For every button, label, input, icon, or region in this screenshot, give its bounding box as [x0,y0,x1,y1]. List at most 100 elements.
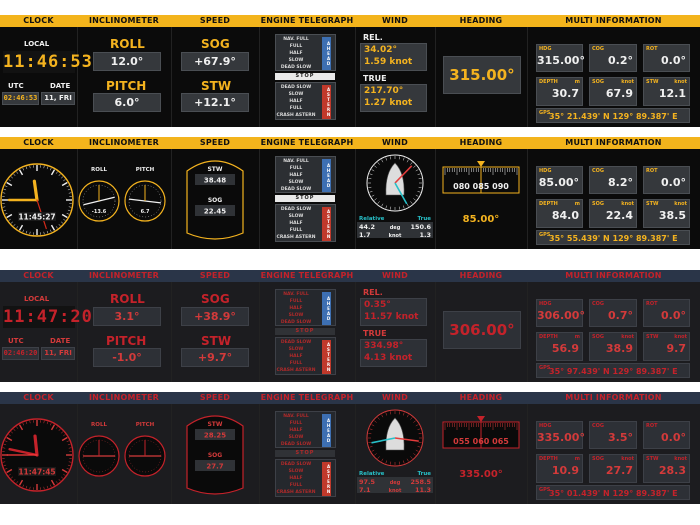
clock-tick [63,434,66,437]
heading-tape-labels: 055 060 065 [453,437,509,446]
multi-sog-unit: knot [621,334,634,340]
telegraph-ahead-0[interactable]: NAV. FULL [283,37,309,42]
telegraph-ahead-4[interactable]: DEAD SLOW [280,65,312,70]
telegraph-ahead-1[interactable]: FULL [289,421,303,426]
header-engine-telegraph: ENGINE TELEGRAPH [260,16,354,25]
telegraph-astern-3[interactable]: FULL [289,361,303,366]
telegraph-astern-4[interactable]: CRASH ASTERN [276,235,316,240]
hour-hand [33,434,39,457]
telegraph-ahead-0[interactable]: NAV. FULL [283,159,309,164]
clock-tick [10,476,14,479]
telegraph-astern-2[interactable]: HALF [289,221,303,226]
telegraph-astern-2[interactable]: HALF [289,99,303,104]
minute-hand [8,447,39,457]
header-inclinometer: INCLINOMETER [88,16,160,25]
multi-hdg-value: 335.00° [537,431,585,444]
wind-tick [406,159,409,163]
clock-tick [61,436,68,442]
speed-sog-value: 22.45 [204,208,226,216]
wind-tick [371,449,375,452]
telegraph-ahead-3[interactable]: SLOW [288,313,304,318]
pitch-gauge-scale [128,184,162,218]
wind-rel-direction: 97.5 [359,478,376,486]
roll-value: 12.0° [110,55,144,68]
telegraph-ahead-1[interactable]: FULL [289,166,303,171]
telegraph-ahead-2[interactable]: HALF [289,306,303,311]
telegraph-ahead-2[interactable]: HALF [289,173,303,178]
telegraph-ahead-4[interactable]: DEAD SLOW [280,442,312,447]
wind-rel-speed: 11.57 knot [364,312,419,322]
telegraph-ahead-1[interactable]: FULL [289,44,303,49]
telegraph-ahead-3[interactable]: SLOW [288,180,304,185]
telegraph-astern-4[interactable]: CRASH ASTERN [276,113,316,118]
telegraph-astern-1[interactable]: SLOW [288,469,304,474]
clock-tick [63,218,66,221]
telegraph-stop[interactable]: STOP [275,328,335,335]
pitch-label: PITCH [106,79,147,93]
column-divider [355,282,356,382]
column-divider [259,27,260,127]
column-divider [435,27,436,127]
sog-box: +67.9° [181,52,249,71]
wind-tick [369,445,373,448]
clock-tick [58,173,61,177]
clock-tick [43,165,45,169]
telegraph-astern-4[interactable]: CRASH ASTERN [276,490,316,495]
stw-box: +12.1° [181,93,249,112]
telegraph-ahead-4[interactable]: DEAD SLOW [280,320,312,325]
telegraph-ahead-3[interactable]: SLOW [288,58,304,63]
clock-tick [66,212,70,215]
roll-label: ROLL [110,292,145,306]
telegraph-astern-2[interactable]: HALF [289,476,303,481]
telegraph-ahead-1[interactable]: FULL [289,299,303,304]
date-box: 11, FRI [41,347,75,360]
telegraph-ahead-3[interactable]: SLOW [288,435,304,440]
telegraph-astern-1[interactable]: SLOW [288,214,304,219]
wind-tick [418,178,422,180]
multi-sog-unit: knot [621,79,634,85]
telegraph-astern-0[interactable]: DEAD SLOW [280,462,312,467]
telegraph-astern-3[interactable]: FULL [289,106,303,111]
telegraph-astern-2[interactable]: HALF [289,354,303,359]
telegraph-astern-3[interactable]: FULL [289,228,303,233]
telegraph-astern-0[interactable]: DEAD SLOW [280,207,312,212]
clock-digital: 11:45:27 [18,213,55,222]
telegraph-ahead-2[interactable]: HALF [289,428,303,433]
heading-pointer [477,161,485,167]
clock-tick [61,181,68,187]
heading-value: 315.00° [449,66,515,84]
telegraph-ahead-panel: NAV. FULL FULL HALF SLOW DEAD SLOW AHEAD [275,411,336,448]
clock-tick [3,188,7,191]
telegraph-stop[interactable]: STOP [275,450,335,457]
utc-time: 02:46:20 [3,349,38,357]
telegraph-stop[interactable]: STOP [275,73,335,80]
multi-rot-label: ROT [646,301,658,307]
telegraph-astern-0[interactable]: DEAD SLOW [280,85,312,90]
wind-tick [406,458,409,462]
wind-true-label: TRUE [363,74,387,83]
telegraph-astern-4[interactable]: CRASH ASTERN [276,368,316,373]
telegraph-stop[interactable]: STOP [275,195,335,202]
telegraph-astern-1[interactable]: SLOW [288,92,304,97]
column-divider [355,27,356,127]
telegraph-astern-0[interactable]: DEAD SLOW [280,340,312,345]
telegraph-ahead-0[interactable]: NAV. FULL [283,414,309,419]
clock-tick [55,426,58,429]
header-speed: SPEED [199,16,231,25]
telegraph-astern-3[interactable]: FULL [289,483,303,488]
telegraph-ahead-label: AHEAD [322,414,331,447]
telegraph-astern-1[interactable]: SLOW [288,347,304,352]
telegraph-ahead-2[interactable]: HALF [289,51,303,56]
heading-value: 335.00° [459,469,503,480]
multi-stw-value: 28.3 [658,464,686,477]
telegraph-ahead-4[interactable]: DEAD SLOW [280,187,312,192]
telegraph-ahead-0[interactable]: NAV. FULL [283,292,309,297]
multi-cog-label: COG [592,301,605,307]
